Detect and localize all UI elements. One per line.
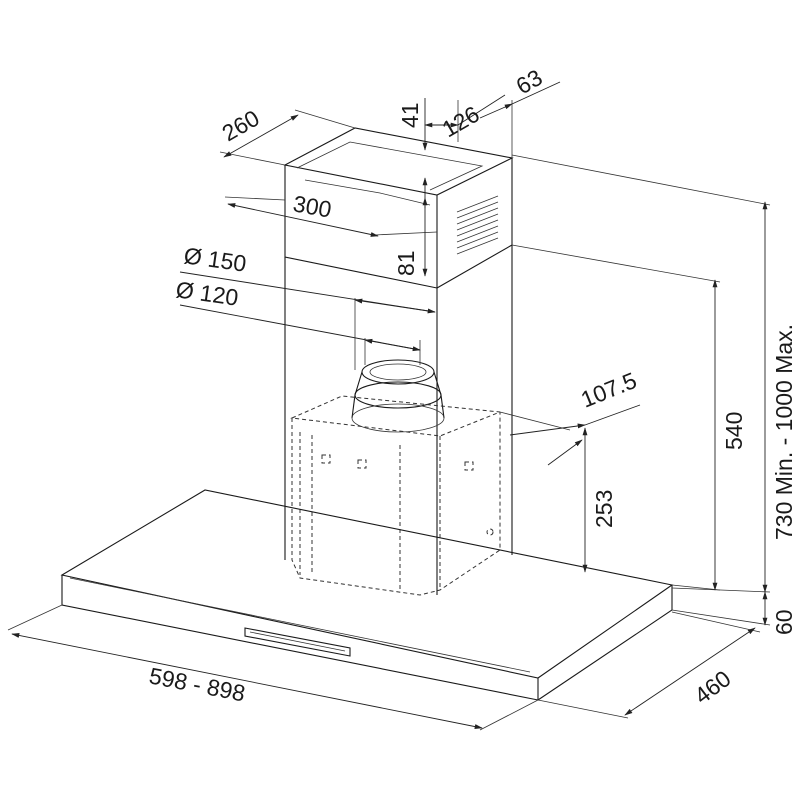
- dimension-labels: 260 41 126 63 300 81 Ø 150 Ø 120 107.5 5…: [147, 64, 797, 709]
- dim-60-label: 60: [771, 609, 797, 635]
- dim-81-label: 81: [393, 250, 419, 276]
- dim-126-label: 126: [438, 101, 484, 143]
- dim-260-label: 260: [218, 105, 264, 147]
- dim-540-label: 540: [721, 412, 747, 450]
- dim-41-label: 41: [397, 102, 423, 128]
- dim-598-898-label: 598 - 898: [147, 662, 247, 706]
- vent-slots: [456, 195, 499, 255]
- duct-collar: [351, 359, 445, 433]
- dim-150-label: Ø 150: [182, 242, 248, 276]
- dim-63-label: 63: [512, 64, 547, 99]
- dimension-lines: [7, 81, 771, 731]
- dim-460-label: 460: [689, 665, 735, 709]
- dim-253-label: 253: [591, 490, 617, 528]
- motor-housing: [290, 395, 501, 596]
- dim-107-5-label: 107.5: [577, 367, 640, 413]
- dim-730-1000-label: 730 Min. - 1000 Max.: [771, 324, 797, 540]
- dim-300-label: 300: [291, 190, 333, 222]
